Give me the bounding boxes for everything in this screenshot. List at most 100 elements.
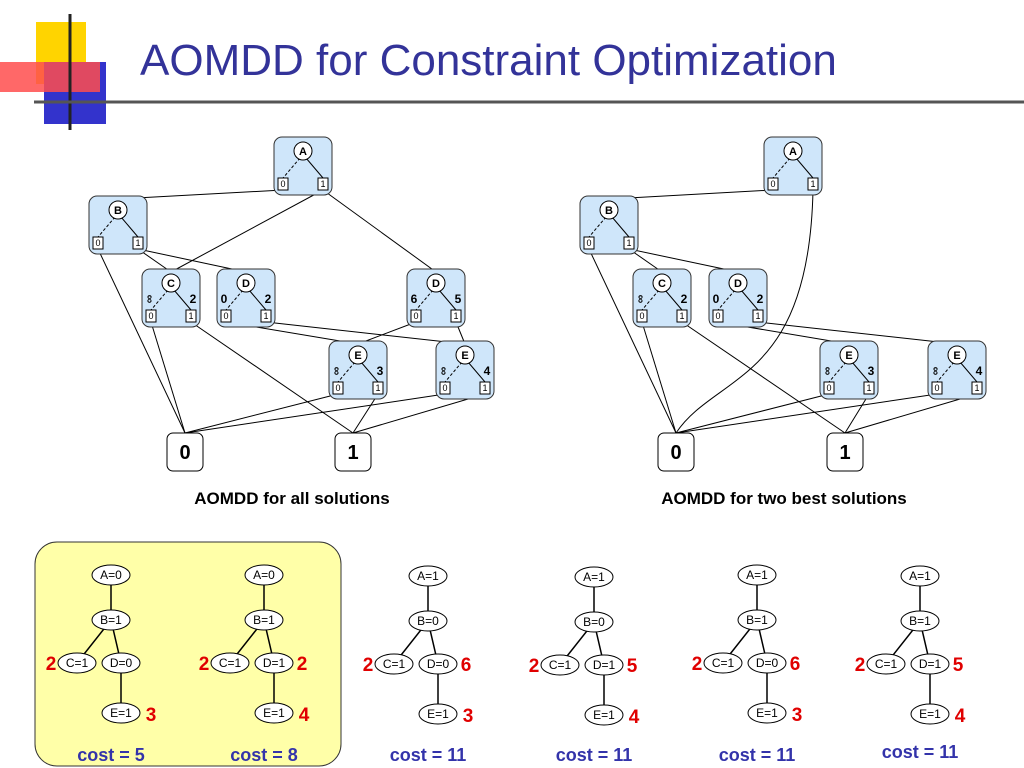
tree-node-label: C=1 bbox=[549, 658, 572, 672]
high-branch bbox=[611, 216, 630, 238]
variable-label: E bbox=[953, 350, 960, 362]
variable-circle bbox=[839, 345, 859, 365]
tree-node-ellipse bbox=[418, 653, 458, 675]
c-cost: 2 bbox=[692, 654, 703, 675]
tree-node-label: A=0 bbox=[100, 568, 122, 582]
variable-circle bbox=[426, 273, 446, 293]
tree-node-label: B=1 bbox=[253, 613, 275, 627]
bit-one-box bbox=[450, 309, 462, 323]
tree-node-b: B=1 bbox=[91, 609, 131, 631]
bit-zero-label: 0 bbox=[413, 311, 418, 321]
edge bbox=[117, 189, 284, 200]
high-branch bbox=[120, 216, 139, 238]
bit-one-label: 1 bbox=[375, 383, 380, 393]
bit-zero-box bbox=[583, 236, 595, 250]
high-branch bbox=[740, 289, 759, 311]
tree-node-label: A=1 bbox=[746, 568, 768, 582]
tree-node-label: A=1 bbox=[417, 569, 439, 583]
bit-one-box bbox=[676, 309, 688, 323]
low-branch bbox=[588, 216, 607, 238]
weight-high: 4 bbox=[484, 364, 491, 378]
tree-node-ellipse bbox=[254, 652, 294, 674]
tree-node-a: A=1 bbox=[408, 565, 448, 587]
left-edges bbox=[97, 189, 486, 434]
tree-node-ellipse bbox=[910, 703, 950, 725]
tree-node-ellipse bbox=[574, 566, 614, 588]
bit-one-box bbox=[185, 309, 197, 323]
low-branch bbox=[415, 289, 434, 311]
edge bbox=[608, 189, 774, 200]
high-branch bbox=[795, 157, 814, 179]
right-caption: AOMDD for two best solutions bbox=[661, 489, 907, 508]
tree-node-ellipse bbox=[254, 702, 294, 724]
bit-one-label: 1 bbox=[188, 311, 193, 321]
variable-label: E bbox=[354, 350, 361, 362]
tree-node-d: D=0 bbox=[747, 652, 787, 674]
tree-node-ellipse bbox=[900, 610, 940, 632]
tree-node-e: E=1 bbox=[418, 703, 458, 725]
variable-label: B bbox=[114, 205, 122, 217]
weight-low: 0 bbox=[221, 292, 228, 306]
low-branch bbox=[225, 289, 244, 311]
tree-node-b: B=1 bbox=[244, 609, 284, 631]
low-branch bbox=[337, 361, 356, 383]
left-caption: AOMDD for all solutions bbox=[194, 489, 390, 508]
high-branch bbox=[305, 157, 324, 179]
bit-one-label: 1 bbox=[974, 383, 979, 393]
variable-circle bbox=[108, 200, 128, 220]
edge bbox=[170, 189, 324, 273]
terminal-one: 1 bbox=[334, 432, 372, 472]
bit-one-box bbox=[372, 381, 384, 395]
terminal-zero: 0 bbox=[166, 432, 204, 472]
bit-zero-label: 0 bbox=[442, 383, 447, 393]
terminal-label: 0 bbox=[670, 442, 681, 464]
weight-low: 0 bbox=[713, 292, 720, 306]
c-cost: 2 bbox=[199, 654, 210, 675]
bit-one-box bbox=[752, 309, 764, 323]
terminal-one: 1 bbox=[826, 432, 864, 472]
d-cost: 5 bbox=[627, 656, 638, 677]
d-cost: 6 bbox=[461, 655, 472, 676]
right-edges bbox=[588, 189, 978, 434]
tree-node-a: A=1 bbox=[574, 566, 614, 588]
bit-one-label: 1 bbox=[482, 383, 487, 393]
bit-one-label: 1 bbox=[679, 311, 684, 321]
variable-circle bbox=[947, 345, 967, 365]
high-branch bbox=[248, 289, 267, 311]
tree-node-e: E=1 bbox=[254, 702, 294, 724]
variable-circle bbox=[348, 345, 368, 365]
c-cost: 2 bbox=[529, 656, 540, 677]
bit-zero-box bbox=[712, 309, 724, 323]
tree-node-ellipse bbox=[900, 565, 940, 587]
edge bbox=[588, 248, 677, 434]
edge bbox=[150, 321, 186, 434]
edge bbox=[322, 189, 437, 273]
bit-one-label: 1 bbox=[135, 238, 140, 248]
tree-node-c: C=1 bbox=[703, 652, 743, 674]
variable-label: D bbox=[242, 278, 250, 290]
tree-node-label: C=1 bbox=[712, 656, 735, 670]
bit-one-box bbox=[132, 236, 144, 250]
d-cost: 5 bbox=[953, 655, 964, 676]
tree-node-ellipse bbox=[540, 654, 580, 676]
bit-zero-label: 0 bbox=[586, 238, 591, 248]
tree-node-ellipse bbox=[101, 702, 141, 724]
tree-node-label: C=1 bbox=[219, 656, 242, 670]
tree-node-label: D=0 bbox=[427, 657, 450, 671]
tree-node-a: A=0 bbox=[91, 564, 131, 586]
bit-one-box bbox=[807, 177, 819, 191]
tree-node-ellipse bbox=[57, 652, 97, 674]
variable-circle bbox=[293, 141, 313, 161]
tree-node-label: E=1 bbox=[427, 707, 449, 721]
variable-label: A bbox=[299, 146, 307, 158]
d-cost: 6 bbox=[790, 654, 801, 675]
total-cost: cost = 8 bbox=[230, 745, 298, 765]
tree-node-ellipse bbox=[408, 565, 448, 587]
